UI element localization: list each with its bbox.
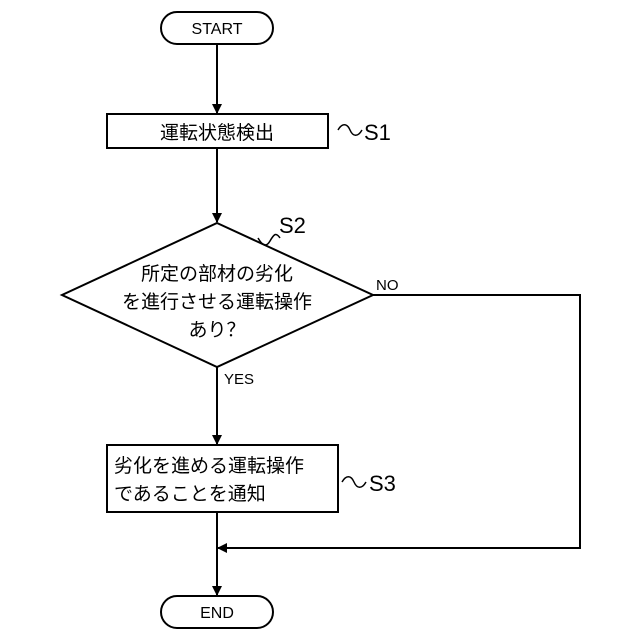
yes-label: YES xyxy=(224,371,254,388)
tilde-s2 xyxy=(258,234,280,245)
tilde-s1 xyxy=(338,125,362,136)
process-label-s1: 運転状態検出 xyxy=(160,122,274,144)
decision-line-2: を進行させる運転操作 xyxy=(122,291,312,313)
tilde-s3 xyxy=(342,477,366,488)
step-id-s2: S2 xyxy=(279,213,306,238)
decision-line-3: あり？ xyxy=(188,319,245,341)
no-label: NO xyxy=(376,277,399,294)
process-label-s3-line-2: であることを通知 xyxy=(114,483,266,505)
end-label: END xyxy=(200,605,234,622)
decision-line-1: 所定の部材の劣化 xyxy=(141,263,293,285)
step-id-s1: S1 xyxy=(364,120,391,145)
process-label-s3-line-1: 劣化を進める運転操作 xyxy=(114,455,304,477)
step-id-s3: S3 xyxy=(369,471,396,496)
start-label: START xyxy=(192,21,243,38)
